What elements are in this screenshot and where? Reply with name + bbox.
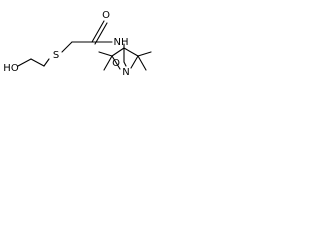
- sulfur-label: S: [53, 50, 59, 61]
- bond-c2-s: [43, 58, 50, 67]
- carbonyl-oxygen-label: O: [102, 10, 110, 21]
- bond-cc-n: [130, 55, 139, 69]
- bond-s-c3: [61, 41, 73, 53]
- bond-ca-cc: [123, 47, 139, 57]
- hydroxyl-label: HO: [3, 63, 19, 74]
- bond-ring-o-n: [123, 61, 127, 67]
- bond-cc-me1: [137, 51, 152, 57]
- bond-cb-n: [111, 55, 121, 70]
- bond-c1-c2: [30, 58, 45, 67]
- bond-cb-me2: [103, 55, 113, 71]
- amide-nitrogen-label: NH: [114, 37, 129, 48]
- bond-ho-c1: [17, 58, 32, 67]
- ring-oxygen-label: O: [112, 58, 120, 69]
- structure-diagram: HO S O NH O N: [3, 10, 152, 78]
- bond-cb-me1: [98, 51, 113, 57]
- ring-nitrogen-label: N: [122, 67, 129, 78]
- bond-cc-me2: [137, 55, 147, 71]
- bond-ca-cb: [111, 47, 125, 57]
- bond-c4-o-double-1: [91, 20, 105, 43]
- bond-c4-o-double-2: [94, 22, 108, 45]
